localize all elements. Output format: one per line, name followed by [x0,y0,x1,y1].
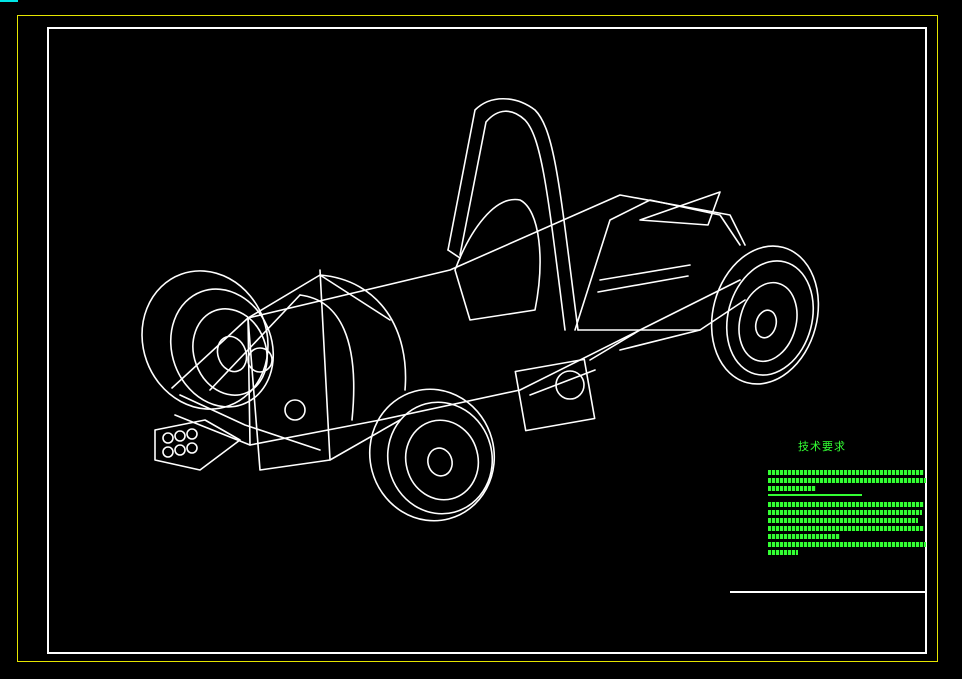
note-line [768,526,928,531]
drawing-frame [47,27,927,654]
note-line [768,550,928,555]
front-right-wheel [710,245,820,385]
note-line [768,534,928,539]
note-line [768,486,928,491]
title-block-top-line [730,591,926,593]
note-line [768,518,928,523]
note-line [768,542,928,547]
sheet-outer-border [17,15,938,662]
note-line [768,510,928,515]
technical-requirements-title: 技术要求 [798,440,846,453]
front-left-wheel [368,388,496,522]
technical-requirements-notes [768,470,928,558]
note-line [768,470,928,475]
rear-left-wheel [141,270,275,410]
note-line [768,502,928,507]
ucs-marker [0,0,18,2]
note-line [768,478,928,483]
note-line [768,494,928,499]
